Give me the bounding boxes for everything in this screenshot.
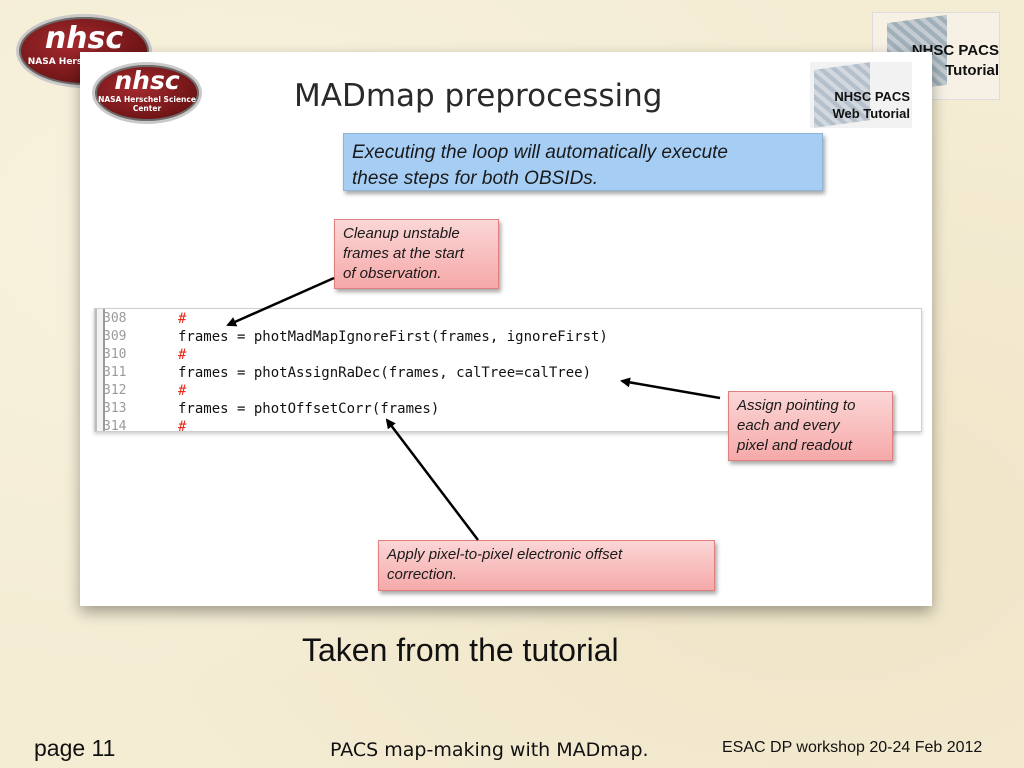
footer-title: PACS map-making with MADmap. [330, 739, 649, 761]
line-number: 313 [103, 401, 127, 416]
embedded-slide: nhsc NASA Herschel Science Center MADmap… [80, 52, 932, 606]
assign-line3: pixel and readout [737, 437, 853, 454]
line-number: 314 [103, 419, 127, 432]
assign-pointing-callout: Assign pointing to each and every pixel … [728, 391, 893, 461]
cleanup-callout: Cleanup unstable frames at the start of … [334, 219, 499, 289]
footer-event: ESAC DP workshop 20-24 Feb 2012 [722, 739, 983, 756]
apply-line1: Apply pixel-to-pixel electronic offset [387, 546, 623, 563]
nhsc-logo-text: nhsc [44, 21, 124, 56]
code-line: 314 # [95, 418, 921, 432]
pacs-web-tutorial-logo: NHSC PACS Web Tutorial [810, 62, 912, 128]
code-line: 309 frames = photMadMapIgnoreFirst(frames… [95, 328, 921, 346]
nhsc-logo-subtext: NASA Herschel Science Center [98, 95, 196, 113]
code-text: frames = photAssignRaDec(frames, calTree… [178, 365, 592, 381]
loop-note-line2: these steps for both OBSIDs. [352, 168, 599, 189]
code-line: 311 frames = photAssignRaDec(frames, calT… [95, 364, 921, 382]
assign-line2: each and every [737, 417, 840, 434]
code-text: # [178, 347, 187, 363]
pacs-logo-line2: Web Tutorial [832, 106, 910, 121]
assign-arrow [620, 377, 721, 400]
code-text: # [178, 419, 187, 432]
line-number: 310 [103, 347, 127, 362]
pacs-tutorial-logo-text: NHSC PACS Tutorial [911, 42, 999, 79]
nhsc-logo-text: nhsc [114, 66, 180, 95]
apply-arrow [385, 418, 479, 541]
code-line: 308 # [95, 310, 921, 328]
line-number: 311 [103, 365, 127, 380]
apply-line2: correction. [387, 566, 458, 583]
code-gutter [95, 309, 105, 431]
assign-line1: Assign pointing to [737, 397, 856, 414]
cleanup-arrow [226, 276, 335, 327]
offset-correction-callout: Apply pixel-to-pixel electronic offset c… [378, 540, 715, 591]
caption: Taken from the tutorial [302, 632, 619, 668]
page-number: page 11 [34, 735, 116, 761]
loop-note-callout: Executing the loop will automatically ex… [343, 133, 823, 191]
line-number: 312 [103, 383, 127, 398]
callout-arrows [226, 276, 721, 541]
code-line: 310 # [95, 346, 921, 364]
loop-note-line1: Executing the loop will automatically ex… [352, 142, 728, 163]
code-text: frames = photOffsetCorr(frames) [178, 401, 440, 417]
code-text: # [178, 383, 187, 399]
pacs-logo-line1: NHSC PACS [834, 89, 910, 104]
line-number: 308 [103, 311, 127, 326]
code-line: 312 # [95, 382, 921, 400]
code-text: # [178, 311, 187, 327]
cleanup-line1: Cleanup unstable [343, 225, 460, 242]
code-text: frames = photMadMapIgnoreFirst(frames, i… [178, 329, 608, 345]
line-number: 309 [103, 329, 127, 344]
cleanup-line3: of observation. [343, 265, 442, 282]
pacs-logo-text: NHSC PACS Web Tutorial [810, 88, 910, 122]
cleanup-line2: frames at the start [343, 245, 464, 262]
slide-title: MADmap preprocessing [294, 78, 663, 114]
nhsc-logo: nhsc NASA Herschel Science Center [92, 62, 202, 124]
code-line: 313 frames = photOffsetCorr(frames) [95, 400, 921, 418]
